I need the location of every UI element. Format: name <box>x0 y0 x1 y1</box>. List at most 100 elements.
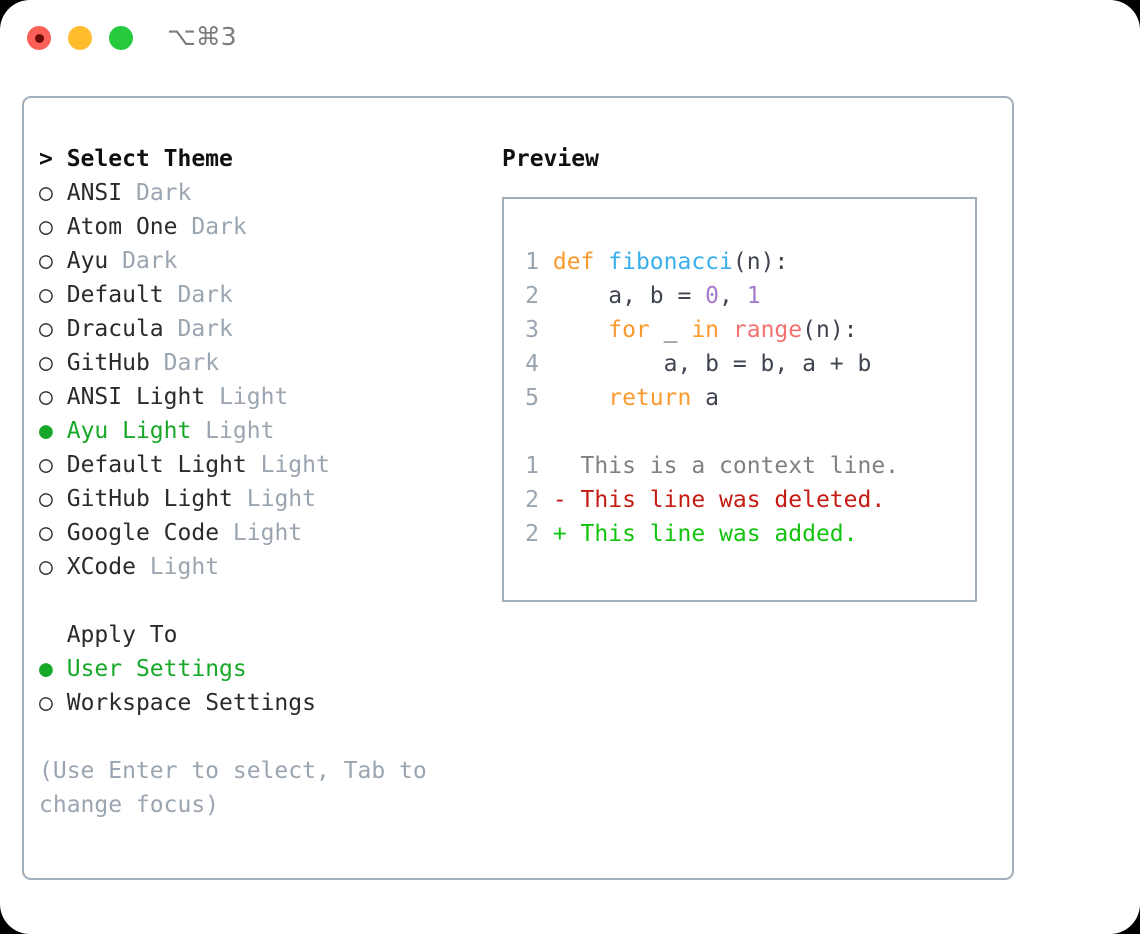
radio-unselected-icon: ○ <box>39 384 53 410</box>
radio-unselected-icon: ○ <box>39 350 53 376</box>
theme-name: GitHub <box>66 350 150 376</box>
theme-list-item[interactable]: ○ Atom One Dark <box>39 210 479 244</box>
maximize-button-icon[interactable] <box>109 26 133 50</box>
theme-list-item[interactable]: ○ GitHub Light Light <box>39 482 479 516</box>
radio-unselected-icon: ○ <box>39 452 53 478</box>
theme-name: GitHub Light <box>66 486 233 512</box>
theme-list-item[interactable]: ○ Default Dark <box>39 278 479 312</box>
theme-list-item[interactable]: ● Ayu Light Light <box>39 414 479 448</box>
code-token: in <box>691 317 733 343</box>
theme-variant-tag: Dark <box>163 350 220 376</box>
page-title: > Select Theme <box>39 146 233 172</box>
diff-line: 1 This is a context line. <box>519 449 899 483</box>
theme-variant-tag: Dark <box>122 248 178 274</box>
preview-column: Preview 1 def fibonacci(n):2 a, b = 0, 1… <box>502 142 992 602</box>
apply-to-item[interactable]: ○ Workspace Settings <box>39 686 479 720</box>
theme-list-item[interactable]: ○ ANSI Light Light <box>39 380 479 414</box>
theme-list: ○ ANSI Dark○ Atom One Dark○ Ayu Dark○ De… <box>39 176 479 584</box>
code-token: return <box>539 385 706 411</box>
theme-name: Google Code <box>66 520 220 546</box>
code-line: 4 a, b = b, a + b <box>519 347 899 381</box>
theme-variant-tag: Light <box>246 486 316 512</box>
theme-name: Dracula <box>66 316 164 342</box>
code-token: for <box>539 317 664 343</box>
theme-name: Atom One <box>66 214 178 240</box>
code-token: def <box>539 249 609 275</box>
radio-selected-icon: ● <box>39 418 53 444</box>
radio-unselected-icon: ○ <box>39 180 53 206</box>
apply-to-item[interactable]: ● User Settings <box>39 652 479 686</box>
code-token: a, b = b, a + b <box>539 351 872 377</box>
radio-unselected-icon: ○ <box>39 486 53 512</box>
radio-unselected-icon: ○ <box>39 282 53 308</box>
code-token: 0 <box>705 283 720 309</box>
diff-marker: + <box>539 521 581 547</box>
line-number: 3 <box>525 317 539 343</box>
theme-variant-tag: Dark <box>191 214 247 240</box>
theme-variant-tag: Dark <box>177 316 233 342</box>
radio-unselected-icon: ○ <box>39 554 53 580</box>
close-button-icon[interactable] <box>27 26 51 50</box>
diff-line: 2 - This line was deleted. <box>519 483 899 517</box>
theme-name: ANSI Light <box>66 384 206 410</box>
code-token: (n): <box>802 317 858 343</box>
window-controls <box>27 26 133 50</box>
radio-unselected-icon: ○ <box>39 316 53 342</box>
apply-to-name: Workspace Settings <box>66 690 316 716</box>
theme-list-item[interactable]: ○ GitHub Dark <box>39 346 479 380</box>
line-number: 5 <box>525 385 539 411</box>
theme-list-item[interactable]: ○ ANSI Dark <box>39 176 479 210</box>
theme-name: Default Light <box>66 452 247 478</box>
theme-variant-tag: Dark <box>177 282 233 308</box>
theme-picker-column: > Select Theme ○ ANSI Dark○ Atom One Dar… <box>39 142 479 822</box>
radio-unselected-icon: ○ <box>39 248 53 274</box>
diff-text: This line was deleted. <box>580 487 886 513</box>
radio-unselected-icon: ○ <box>39 520 53 546</box>
theme-list-item[interactable]: ○ Google Code Light <box>39 516 479 550</box>
theme-list-item[interactable]: ○ Dracula Dark <box>39 312 479 346</box>
apply-to-name: User Settings <box>66 656 247 682</box>
diff-text: This line was added. <box>580 521 858 547</box>
line-number: 2 <box>525 521 539 547</box>
diff-line: 2 + This line was added. <box>519 517 899 551</box>
code-token: 1 <box>746 283 761 309</box>
theme-variant-tag: Light <box>260 452 330 478</box>
line-number: 2 <box>525 487 539 513</box>
code-line: 3 for _ in range(n): <box>519 313 899 347</box>
code-token: a, b = <box>539 283 706 309</box>
code-line: 2 a, b = 0, 1 <box>519 279 899 313</box>
line-number: 2 <box>525 283 539 309</box>
line-number: 1 <box>525 249 539 275</box>
code-token: _ <box>663 317 692 343</box>
preview-title: Preview <box>502 146 599 172</box>
theme-name: Ayu <box>66 248 109 274</box>
main-panel: > Select Theme ○ ANSI Dark○ Atom One Dar… <box>22 96 1014 880</box>
keyboard-hint: (Use Enter to select, Tab to change focu… <box>39 758 441 818</box>
line-number: 4 <box>525 351 539 377</box>
radio-unselected-icon: ○ <box>39 690 53 716</box>
theme-list-item[interactable]: ○ Default Light Light <box>39 448 479 482</box>
theme-name: ANSI <box>66 180 123 206</box>
window-title: ⌥⌘3 <box>167 22 237 51</box>
code-token: (n): <box>732 249 789 275</box>
theme-list-item[interactable]: ○ Ayu Dark <box>39 244 479 278</box>
code-line: 1 def fibonacci(n): <box>519 245 899 279</box>
theme-name: XCode <box>66 554 136 580</box>
code-token: fibonacci <box>608 249 733 275</box>
apply-to-label: Apply To <box>39 622 178 648</box>
diff-marker: - <box>539 487 581 513</box>
panel-columns: > Select Theme ○ ANSI Dark○ Atom One Dar… <box>24 98 1012 878</box>
close-dot-icon <box>34 33 44 43</box>
theme-name: Default <box>66 282 164 308</box>
line-number: 1 <box>525 453 539 479</box>
theme-name: Ayu Light <box>66 418 192 444</box>
apply-to-list: ● User Settings○ Workspace Settings <box>39 652 479 720</box>
theme-variant-tag: Light <box>219 384 289 410</box>
theme-list-item[interactable]: ○ XCode Light <box>39 550 479 584</box>
minimize-button-icon[interactable] <box>68 26 92 50</box>
theme-variant-tag: Light <box>149 554 220 580</box>
theme-variant-tag: Dark <box>135 180 192 206</box>
